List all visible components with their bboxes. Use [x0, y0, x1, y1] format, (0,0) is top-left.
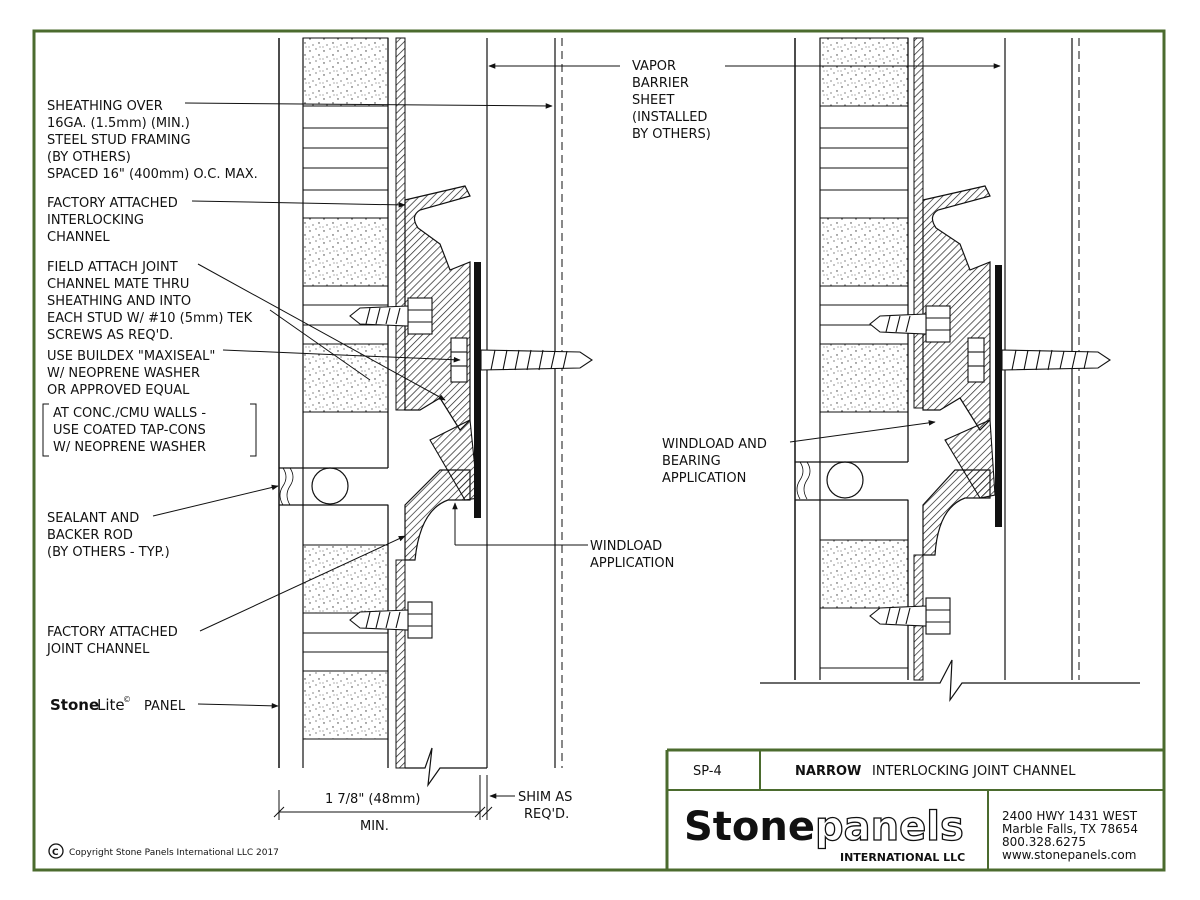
- stonelite-brand-b: Lite: [97, 696, 125, 714]
- callout-stonelite-panel: Stone Lite © PANEL: [50, 695, 186, 714]
- shim-line-2: REQ'D.: [524, 807, 569, 822]
- svg-text:USE BUILDEX "MAXISEAL": USE BUILDEX "MAXISEAL": [47, 349, 215, 364]
- svg-text:OR APPROVED EQUAL: OR APPROVED EQUAL: [47, 383, 190, 398]
- svg-text:BY OTHERS): BY OTHERS): [632, 127, 711, 142]
- copyright: C Copyright Stone Panels International L…: [48, 843, 279, 859]
- svg-text:FIELD ATTACH JOINT: FIELD ATTACH JOINT: [47, 260, 178, 275]
- svg-text:APPLICATION: APPLICATION: [662, 471, 746, 486]
- svg-text:(INSTALLED: (INSTALLED: [632, 110, 707, 125]
- svg-text:WINDLOAD AND: WINDLOAD AND: [662, 437, 767, 452]
- svg-text:(BY OTHERS): (BY OTHERS): [47, 150, 131, 165]
- svg-text:SEALANT AND: SEALANT AND: [47, 511, 139, 526]
- stonelite-brand-mark: ©: [123, 695, 131, 704]
- svg-text:W/ NEOPRENE WASHER: W/ NEOPRENE WASHER: [47, 366, 200, 381]
- callout-sheathing: SHEATHING OVER 16GA. (1.5mm) (MIN.) STEE…: [47, 99, 258, 182]
- svg-text:SHEET: SHEET: [632, 93, 674, 108]
- title-rest: INTERLOCKING JOINT CHANNEL: [872, 764, 1076, 779]
- callout-windload-bearing: WINDLOAD AND BEARING APPLICATION: [662, 437, 767, 486]
- stonelite-brand-a: Stone: [50, 696, 99, 714]
- svg-text:INTERLOCKING: INTERLOCKING: [47, 213, 144, 228]
- address-line-1: 2400 HWY 1431 WEST: [1002, 809, 1138, 823]
- leader-lines-left: [152, 63, 1001, 820]
- svg-text:CHANNEL MATE THRU: CHANNEL MATE THRU: [47, 277, 189, 292]
- svg-text:16GA. (1.5mm) (MIN.): 16GA. (1.5mm) (MIN.): [47, 116, 190, 131]
- svg-text:FACTORY ATTACHED: FACTORY ATTACHED: [47, 625, 178, 640]
- svg-text:W/ NEOPRENE WASHER: W/ NEOPRENE WASHER: [53, 440, 206, 455]
- svg-text:(BY OTHERS - TYP.): (BY OTHERS - TYP.): [47, 545, 170, 560]
- svg-text:STEEL STUD FRAMING: STEEL STUD FRAMING: [47, 133, 191, 148]
- callout-vapor-barrier: VAPOR BARRIER SHEET (INSTALLED BY OTHERS…: [632, 59, 711, 142]
- svg-text:JOINT CHANNEL: JOINT CHANNEL: [46, 642, 150, 657]
- address-line-2: Marble Falls, TX 78654: [1002, 822, 1138, 836]
- svg-text:C: C: [52, 848, 59, 858]
- title-bold: NARROW: [795, 764, 861, 779]
- dimension-labels: 1 7/8" (48mm) MIN. SHIM AS REQ'D.: [325, 790, 572, 834]
- sheet-number: SP-4: [693, 764, 722, 779]
- svg-text:BACKER ROD: BACKER ROD: [47, 528, 133, 543]
- bracket-left: [42, 403, 49, 457]
- bracket-right: [250, 403, 257, 457]
- logo-panels: panels: [815, 804, 964, 850]
- callout-interlocking-channel: FACTORY ATTACHED INTERLOCKING CHANNEL: [47, 196, 178, 245]
- svg-text:FACTORY ATTACHED: FACTORY ATTACHED: [47, 196, 178, 211]
- right-section-detail: [760, 37, 1140, 703]
- callout-field-attach: FIELD ATTACH JOINT CHANNEL MATE THRU SHE…: [47, 260, 253, 343]
- dimension-min: MIN.: [360, 819, 389, 834]
- svg-text:SHEATHING OVER: SHEATHING OVER: [47, 99, 163, 114]
- callout-windload: WINDLOAD APPLICATION: [590, 539, 674, 571]
- svg-text:Copyright Stone Panels Interna: Copyright Stone Panels International LLC…: [69, 848, 279, 858]
- svg-text:SHEATHING AND INTO: SHEATHING AND INTO: [47, 294, 191, 309]
- shim-line-1: SHIM AS: [518, 790, 572, 805]
- svg-text:SCREWS AS REQ'D.: SCREWS AS REQ'D.: [47, 328, 173, 343]
- svg-text:WINDLOAD: WINDLOAD: [590, 539, 662, 554]
- logo-stone: Stone: [684, 804, 815, 850]
- callout-sealant: SEALANT AND BACKER ROD (BY OTHERS - TYP.…: [47, 511, 170, 560]
- address-phone: 800.328.6275: [1002, 835, 1086, 849]
- svg-text:EACH STUD W/ #10 (5mm) TEK: EACH STUD W/ #10 (5mm) TEK: [47, 311, 253, 326]
- svg-text:AT CONC./CMU WALLS -: AT CONC./CMU WALLS -: [53, 406, 206, 421]
- svg-text:PANEL: PANEL: [144, 699, 186, 714]
- svg-text:BARRIER: BARRIER: [632, 76, 689, 91]
- copyright-icon: [48, 843, 64, 859]
- svg-text:CHANNEL: CHANNEL: [47, 230, 110, 245]
- svg-text:BEARING: BEARING: [662, 454, 721, 469]
- logo-sub: INTERNATIONAL LLC: [840, 851, 965, 864]
- title-block: SP-4 NARROW INTERLOCKING JOINT CHANNEL S…: [665, 748, 1164, 870]
- svg-text:VAPOR: VAPOR: [632, 59, 676, 74]
- sheet-border: [32, 29, 1166, 872]
- svg-text:USE COATED TAP-CONS: USE COATED TAP-CONS: [53, 423, 206, 438]
- callout-joint-channel: FACTORY ATTACHED JOINT CHANNEL: [46, 625, 178, 657]
- svg-text:APPLICATION: APPLICATION: [590, 556, 674, 571]
- svg-text:SPACED 16" (400mm) O.C. MAX.: SPACED 16" (400mm) O.C. MAX.: [47, 167, 258, 182]
- callout-conc-walls: AT CONC./CMU WALLS - USE COATED TAP-CONS…: [53, 406, 206, 455]
- address-website: www.stonepanels.com: [1002, 848, 1136, 862]
- left-section-detail: [278, 37, 593, 788]
- dimension-value: 1 7/8" (48mm): [325, 792, 420, 807]
- callout-maxiseal: USE BUILDEX "MAXISEAL" W/ NEOPRENE WASHE…: [47, 349, 215, 398]
